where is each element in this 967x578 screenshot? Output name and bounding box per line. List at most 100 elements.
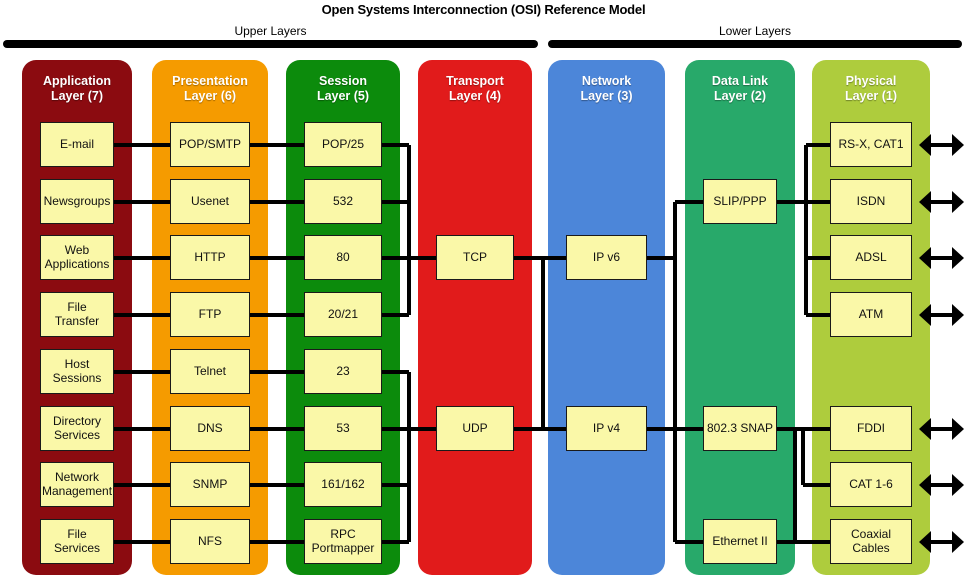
protocol-box-label: IP v6 [592,249,621,264]
protocol-box-presentation-usenet[interactable]: Usenet [170,179,250,224]
protocol-box-datalink-ethernet-ii[interactable]: Ethernet II [703,519,777,564]
bus-session-tcp [407,144,411,315]
media-double-arrow-row2 [919,190,964,213]
protocol-box-presentation-nfs[interactable]: NFS [170,519,250,564]
media-double-arrow-row4 [919,303,964,326]
wire-snap-to-cat16 [803,482,830,487]
wire-bus-to-udp [409,426,436,431]
protocol-box-presentation-dns[interactable]: DNS [170,406,250,451]
arrow-shaft [928,312,955,317]
arrow-head-left-icon [919,303,931,326]
protocol-box-label: IP v4 [592,420,621,435]
band-bar-upper [3,40,538,48]
arrow-shaft [928,426,955,431]
bus-network-datalink [673,201,677,542]
media-double-arrow-row3 [919,246,964,269]
protocol-box-physical-adsl[interactable]: ADSL [830,235,912,280]
arrow-head-right-icon [952,417,964,440]
protocol-box-presentation-ftp[interactable]: FTP [170,292,250,337]
protocol-box-physical-atm[interactable]: ATM [830,292,912,337]
wire-sess-bus-row1 [382,142,409,147]
protocol-box-application-e-mail[interactable]: E-mail [40,122,114,167]
protocol-box-presentation-http[interactable]: HTTP [170,235,250,280]
page-title: Open Systems Interconnection (OSI) Refer… [321,2,646,17]
protocol-box-transport-udp[interactable]: UDP [436,406,514,451]
protocol-box-session-pop-25[interactable]: POP/25 [304,122,382,167]
protocol-box-session-80[interactable]: 80 [304,235,382,280]
arrow-head-left-icon [919,530,931,553]
protocol-box-label: ISDN [856,193,886,208]
wire-bus-to-tcp [409,255,436,260]
arrow-head-right-icon [952,473,964,496]
wire-bus-to-phys-row1 [806,142,830,147]
protocol-box-label: POP/25 [321,136,365,151]
wire-app-to-pres-row2 [114,199,170,204]
protocol-box-physical-rs-x-cat1[interactable]: RS-X, CAT1 [830,122,912,167]
wire-app-to-pres-row7 [114,482,170,487]
protocol-box-physical-fddi[interactable]: FDDI [830,406,912,451]
protocol-box-physical-cat-1-6[interactable]: CAT 1-6 [830,462,912,507]
protocol-box-session-20-21[interactable]: 20/21 [304,292,382,337]
arrow-head-right-icon [952,133,964,156]
wire-bus-to-phys-row2 [806,199,830,204]
protocol-box-network-ip-v4[interactable]: IP v4 [566,406,647,451]
bus-8023-snap-physical [801,428,805,485]
protocol-box-session-53[interactable]: 53 [304,406,382,451]
protocol-box-datalink-slip-ppp[interactable]: SLIP/PPP [703,179,777,224]
protocol-box-network-ip-v6[interactable]: IP v6 [566,235,647,280]
protocol-box-label: HTTP [194,249,226,264]
wire-app-to-pres-row1 [114,142,170,147]
protocol-box-label: CAT 1-6 [849,476,893,491]
protocol-box-label: 532 [332,193,354,208]
protocol-box-label: RS-X, CAT1 [838,136,904,151]
wire-bus-to-phys-row4 [806,312,830,317]
protocol-box-presentation-snmp[interactable]: SNMP [170,462,250,507]
wire-pres-to-sess-row3 [250,255,304,260]
protocol-box-presentation-telnet[interactable]: Telnet [170,349,250,394]
wire-pres-to-sess-row5 [250,369,304,374]
wire-pres-to-sess-row1 [250,142,304,147]
media-double-arrow-row7 [919,473,964,496]
bus-ethernet-ii-physical [793,428,797,542]
protocol-box-label: 20/21 [327,306,359,321]
wire-app-to-pres-row3 [114,255,170,260]
arrow-head-left-icon [919,417,931,440]
wire-pres-to-sess-row6 [250,426,304,431]
band-bar-lower [548,40,962,48]
protocol-box-session-532[interactable]: 532 [304,179,382,224]
protocol-box-session-161-162[interactable]: 161/162 [304,462,382,507]
protocol-box-session-23[interactable]: 23 [304,349,382,394]
wire-slip-ppp-to-bus [777,199,806,204]
protocol-box-datalink-802-3-snap[interactable]: 802.3 SNAP [703,406,777,451]
arrow-shaft [928,255,955,260]
arrow-shaft [928,199,955,204]
wire-app-to-pres-row4 [114,312,170,317]
protocol-box-label: FDDI [857,420,885,435]
protocol-box-transport-tcp[interactable]: TCP [436,235,514,280]
arrow-head-left-icon [919,190,931,213]
protocol-box-physical-isdn[interactable]: ISDN [830,179,912,224]
protocol-box-label: FTP [198,306,222,321]
protocol-box-presentation-pop-smtp[interactable]: POP/SMTP [170,122,250,167]
protocol-box-application-newsgroups[interactable]: Newsgroups [40,179,114,224]
